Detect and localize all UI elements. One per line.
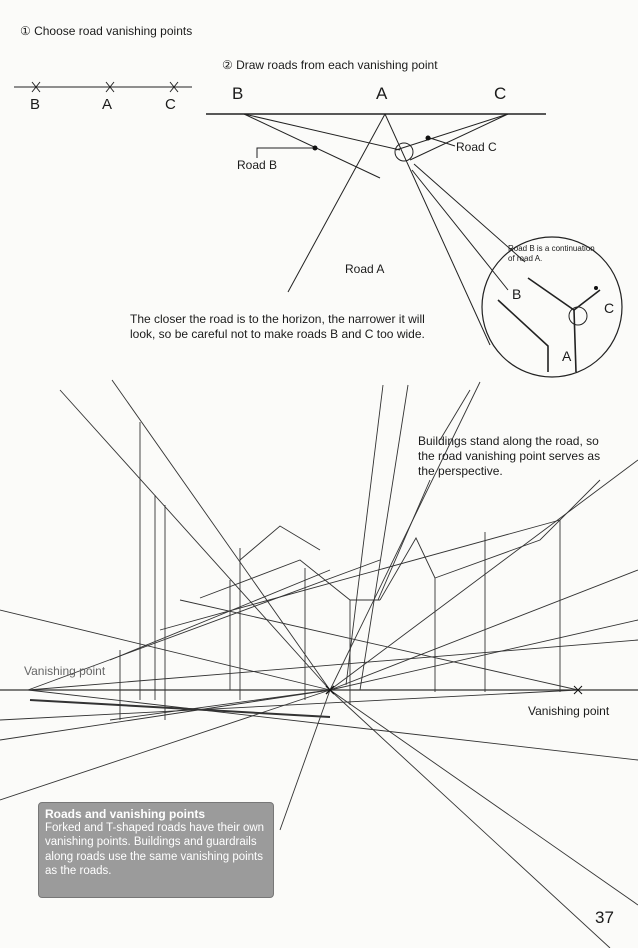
zoom-road-right [573, 309, 577, 373]
road-width-note: The closer the road is to the horizon, t… [130, 312, 425, 341]
step2-label-a: A [376, 84, 388, 103]
road-b-dot [312, 145, 318, 151]
step1-label-a: A [102, 96, 113, 113]
vp-b-mark [31, 81, 41, 93]
vanishing-point-left-label: Vanishing point [24, 664, 106, 678]
zoom-junction-circle [568, 306, 588, 326]
vp-a-mark [105, 81, 115, 93]
zoom-road-left [497, 299, 549, 372]
zoom-pointer-bottom [411, 169, 509, 291]
vanishing-point-right-label: Vanishing point [528, 704, 610, 718]
road-b-edge-top [243, 113, 401, 151]
zoom-pointer-top [413, 163, 526, 263]
road-c-dot [425, 135, 431, 141]
infobox-title: Roads and vanishing points [45, 807, 206, 821]
road-a-label: Road A [345, 262, 385, 276]
roads-vanishing-points-box: Roads and vanishing points Forked and T-… [38, 802, 274, 898]
zoom-road-b [527, 277, 601, 311]
step1-label-b: B [30, 96, 41, 113]
step2-heading: ② Draw roads from each vanishing point [222, 58, 438, 72]
zoom-note: Road B is a continuation of road A. [508, 244, 595, 263]
zoom-note-line1: Road B is a continuation [508, 244, 595, 253]
junction-circle [394, 142, 414, 162]
step2-label-c: C [494, 84, 507, 103]
buildings-note: Buildings stand along the road, so the r… [418, 434, 601, 478]
infobox-body: Forked and T-shaped roads have their own… [45, 822, 265, 878]
road-a-edge-right [384, 113, 491, 346]
right-vp-mark [573, 685, 583, 695]
zoom-note-line2: of road A. [508, 253, 543, 263]
zoom-circle [481, 236, 623, 378]
zoom-label-a: A [562, 348, 572, 364]
zoom-dot [594, 286, 598, 290]
street-perspective-drawing [0, 379, 638, 948]
road-c-edge-bottom [409, 113, 509, 161]
step1-heading: ① Choose road vanishing points [20, 24, 193, 38]
road-b-leader [256, 147, 315, 158]
road-c-edge-top [395, 113, 509, 151]
road-c-leader [429, 137, 456, 147]
road-c-label: Road C [456, 140, 497, 154]
center-vp-mark [325, 685, 335, 695]
road-b-label: Road B [237, 158, 278, 172]
road-b-edge-bottom [243, 113, 381, 179]
vp-c-mark [169, 81, 179, 93]
step2-label-b: B [232, 84, 244, 103]
road-a-edge-left [287, 113, 386, 293]
zoom-label-c: C [604, 300, 615, 316]
page-number: 37 [595, 908, 614, 927]
zoom-label-b: B [512, 286, 522, 302]
step1-label-c: C [165, 96, 176, 113]
